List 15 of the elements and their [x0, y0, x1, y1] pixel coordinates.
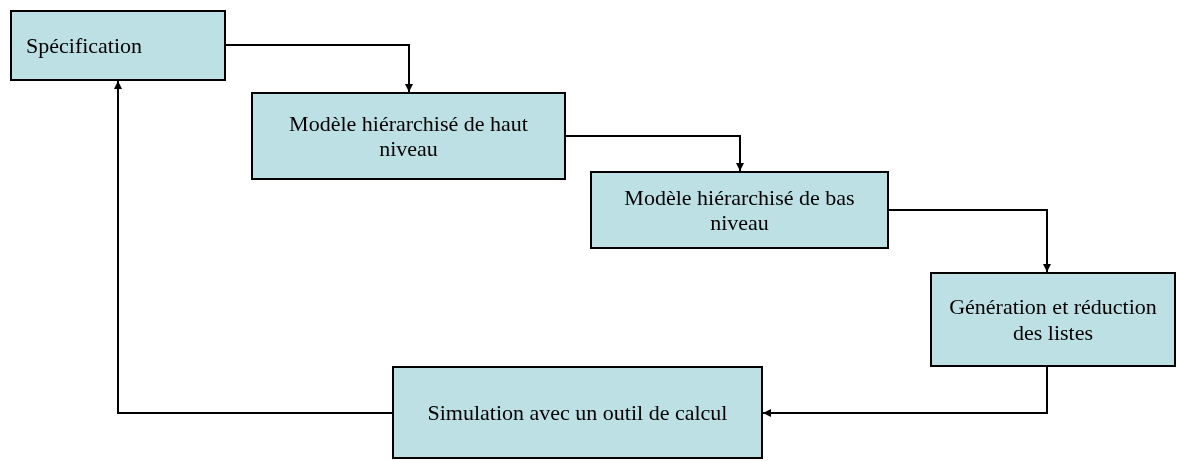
process-box [590, 171, 889, 249]
box-label: Spécification [26, 32, 143, 59]
arrow [762, 366, 1048, 417]
process-box [392, 366, 763, 459]
arrow [888, 209, 1051, 273]
box-label: Génération et réduction des listes [948, 294, 1158, 345]
arrow [225, 44, 413, 93]
process-box [930, 272, 1176, 367]
arrow [114, 80, 393, 414]
process-box [251, 92, 566, 180]
box-label: Modèle hiérarchisé de bas niveau [623, 184, 856, 236]
box-label: Simulation avec un outil de calcul [427, 399, 728, 426]
box-label: Modèle hiérarchisé de haut niveau [288, 110, 529, 162]
process-box [10, 10, 226, 81]
arrow [565, 135, 744, 172]
